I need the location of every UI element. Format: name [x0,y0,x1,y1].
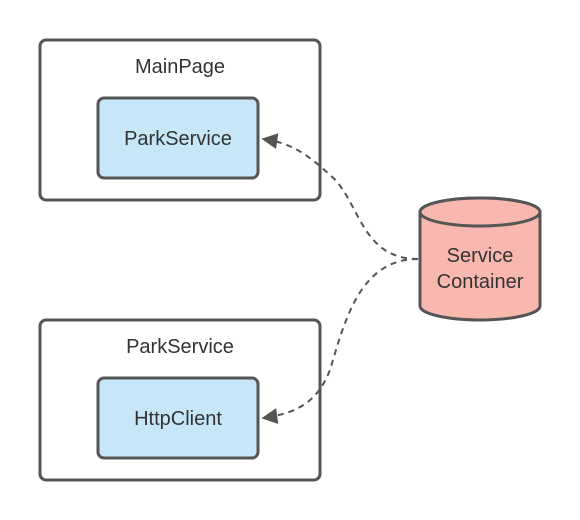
parkservice-httpclient-label: HttpClient [134,408,222,430]
service-container-label-line1: Service [447,245,514,267]
parkservice-container: ParkService HttpClient [38,318,322,482]
service-container-label-line2: Container [437,271,524,293]
mainpage-title: MainPage [135,56,225,78]
injection-arrow-parkservice [261,133,419,260]
service-container-cylinder: Service Container [418,196,542,322]
parkservice-httpclient-box [96,376,260,460]
mainpage-parkservice-box [96,96,260,180]
cylinder-top [418,196,542,228]
parkservice-title: ParkService [126,336,234,358]
mainpage-parkservice-label: ParkService [124,128,232,150]
mainpage-container: MainPage ParkService [38,38,322,202]
